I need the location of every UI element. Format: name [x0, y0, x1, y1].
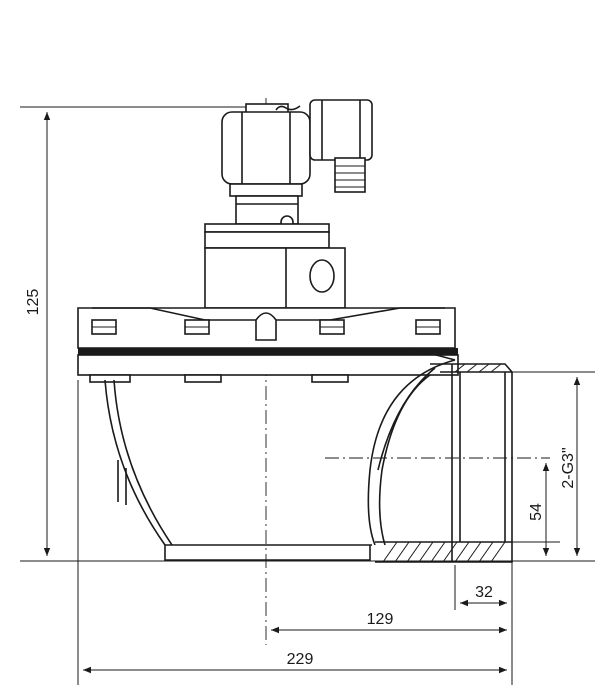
dimension-center-to-outlet: 129: [271, 611, 507, 634]
flange-bolts: [89, 319, 441, 383]
dimension-label-thread: 2-G3": [560, 447, 577, 488]
dimension-label-125: 125: [25, 289, 42, 316]
cover-flange: [77, 307, 459, 376]
dimension-label-54: 54: [528, 503, 545, 521]
pilot-stem: [204, 195, 330, 249]
valve-body: [104, 359, 456, 561]
dimension-overall-length: 229: [83, 651, 507, 674]
dimension-overall-height: 125: [25, 112, 51, 556]
outlet-pipe: [375, 363, 513, 563]
dimension-thread-length: 32: [460, 584, 507, 607]
dimension-label-129: 129: [367, 611, 394, 628]
valve-bonnet: [204, 247, 346, 309]
dimension-label-229: 229: [287, 651, 314, 668]
dimension-outlet-thread: 2-G3": [560, 377, 581, 556]
dimension-outlet-center-height: 54: [528, 463, 550, 556]
extension-lines: [20, 106, 595, 685]
solenoid-coil: [221, 99, 373, 197]
section-hatching: [382, 363, 506, 563]
dimension-label-32: 32: [475, 584, 493, 601]
